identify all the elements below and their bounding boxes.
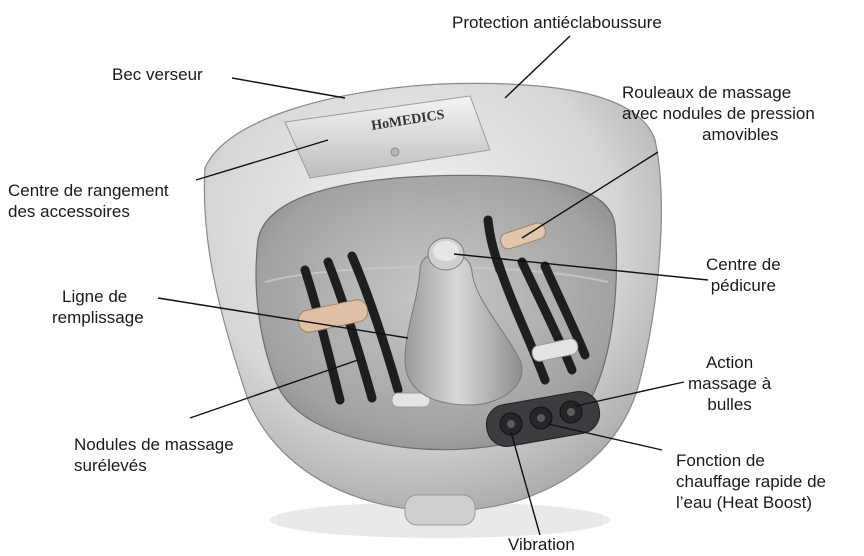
label-bec-verseur: Bec verseur	[112, 64, 203, 85]
label-vibration: Vibration	[508, 534, 575, 555]
label-nodules: Nodules de massage surélevés	[74, 434, 234, 476]
label-chauffage: Fonction de chauffage rapide de l’eau (H…	[676, 450, 826, 513]
label-rouleaux: Rouleaux de massage avec nodules de pres…	[622, 82, 815, 145]
label-ligne-remplissage: Ligne de remplissage	[52, 286, 144, 328]
spa-foot	[405, 495, 475, 525]
label-protection: Protection antiéclaboussure	[452, 12, 662, 33]
label-pedicure: Centre de pédicure	[706, 254, 781, 296]
label-bulles: Action massage à bulles	[688, 352, 771, 415]
lid-button	[391, 148, 399, 156]
leader-bec	[232, 78, 345, 98]
label-rangement: Centre de rangement des accessoires	[8, 180, 169, 222]
